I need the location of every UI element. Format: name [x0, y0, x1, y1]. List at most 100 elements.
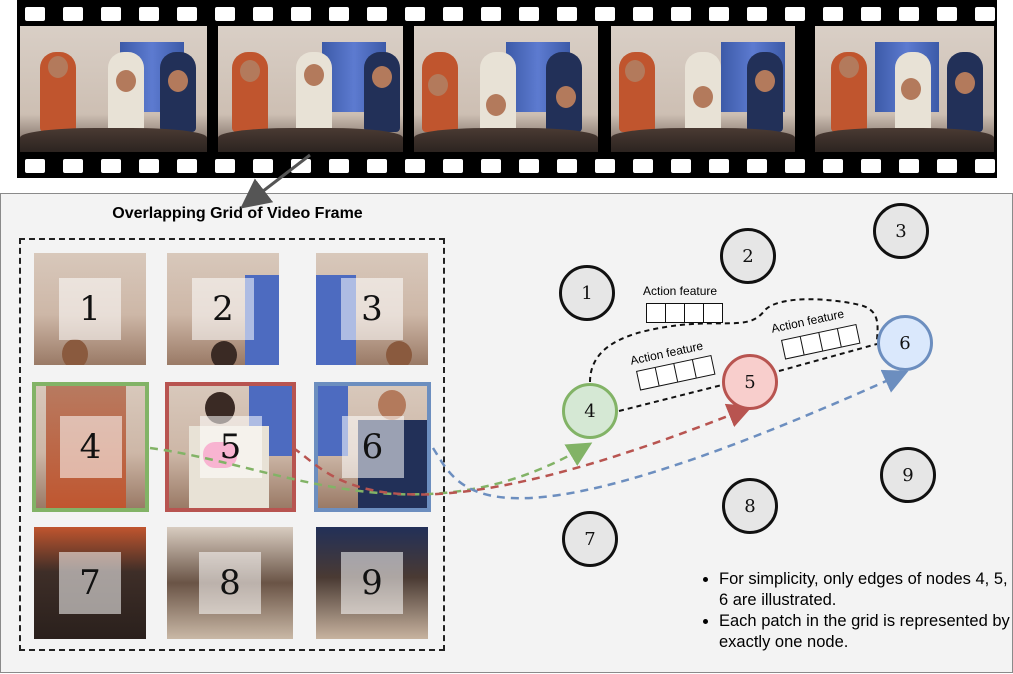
grid-title: Overlapping Grid of Video Frame [112, 205, 363, 222]
film-perforation [405, 159, 425, 173]
film-perforation [25, 159, 45, 173]
graph-node-3: 3 [873, 203, 929, 259]
edge-4-5 [618, 384, 723, 412]
film-perforations-top [17, 0, 997, 22]
film-perforation [595, 7, 615, 21]
film-perforation [253, 7, 273, 21]
film-perforation [177, 159, 197, 173]
film-strip [17, 0, 997, 178]
film-perforation [899, 7, 919, 21]
film-perforation [671, 159, 691, 173]
film-perforation [633, 7, 653, 21]
patch-9: 9 [316, 527, 428, 639]
film-perforation [405, 7, 425, 21]
patch-4: 4 [32, 382, 149, 512]
film-perforation [747, 7, 767, 21]
patch-1: 1 [34, 253, 146, 365]
film-perforation [709, 7, 729, 21]
film-perforation [785, 159, 805, 173]
patch-3: 3 [316, 253, 428, 365]
graph-node-5: 5 [722, 354, 778, 410]
patch-8: 8 [167, 527, 293, 639]
notes-list: For simplicity, only edges of nodes 4, 5… [702, 569, 1013, 653]
film-perforation [861, 7, 881, 21]
patch-5: 5 [165, 382, 296, 512]
film-perforation [101, 7, 121, 21]
film-perforation [215, 159, 235, 173]
patch-label: 4 [59, 416, 122, 478]
patch-label: 3 [341, 278, 403, 340]
film-perforation [557, 7, 577, 21]
film-perforation [291, 159, 311, 173]
patch-label: 1 [59, 278, 121, 340]
video-frame-4 [611, 26, 795, 152]
film-perforation [63, 7, 83, 21]
video-frame-2 [218, 26, 403, 152]
patch-label: 7 [59, 552, 121, 614]
film-perforation [937, 159, 957, 173]
patch-label: 2 [192, 278, 254, 340]
film-perforation [671, 7, 691, 21]
film-perforation [63, 159, 83, 173]
film-perforation [899, 159, 919, 173]
graph-node-8: 8 [722, 478, 778, 534]
film-perforation [747, 159, 767, 173]
note-item: For simplicity, only edges of nodes 4, 5… [719, 569, 1013, 611]
film-perforation [975, 159, 995, 173]
film-perforation [101, 159, 121, 173]
patch5-to-node5-edge [292, 403, 753, 496]
edge-5-6 [778, 343, 878, 372]
overlapping-grid [19, 238, 445, 651]
patch-label: 8 [199, 552, 261, 614]
graph-node-6: 6 [877, 315, 933, 371]
edge-4-6 [589, 298, 879, 383]
film-perforation [291, 7, 311, 21]
action-feature-label-4-6: Action feature [643, 284, 718, 298]
film-perforation [443, 7, 463, 21]
video-frame-5 [815, 26, 994, 152]
film-perforation [329, 159, 349, 173]
patch-2: 2 [167, 253, 279, 365]
film-perforation [975, 7, 995, 21]
film-perforation [139, 7, 159, 21]
film-perforation [481, 7, 501, 21]
patch4-to-node4-edge [149, 442, 593, 496]
graph-node-7: 7 [562, 511, 618, 567]
patch-label: 9 [341, 552, 403, 614]
frame-to-grid-arrow [240, 153, 311, 209]
patch-label: 5 [199, 416, 262, 478]
film-perforation [215, 7, 235, 21]
graph-node-1: 1 [559, 265, 615, 321]
film-perforation [177, 7, 197, 21]
film-perforation [557, 159, 577, 173]
film-perforation [519, 159, 539, 173]
film-perforation [861, 159, 881, 173]
patch6-to-node6-edge [431, 369, 909, 500]
action-feature-vector-4-6 [646, 303, 723, 323]
film-perforation [519, 7, 539, 21]
patch-label: 6 [341, 416, 404, 478]
video-frame-1 [20, 26, 207, 152]
film-perforation [25, 7, 45, 21]
note-item: Each patch in the grid is represented by… [719, 611, 1013, 653]
film-perforation [595, 159, 615, 173]
film-perforation [823, 7, 843, 21]
film-perforation [367, 7, 387, 21]
graph-node-9: 9 [880, 447, 936, 503]
film-perforation [785, 7, 805, 21]
film-perforation [253, 159, 273, 173]
film-perforations-bottom [17, 152, 997, 174]
film-perforation [823, 159, 843, 173]
film-perforation [937, 7, 957, 21]
film-perforation [633, 159, 653, 173]
film-perforation [481, 159, 501, 173]
patch-7: 7 [34, 527, 146, 639]
video-frame-3 [414, 26, 598, 152]
graph-node-4: 4 [562, 383, 618, 439]
film-perforation [443, 159, 463, 173]
film-perforation [329, 7, 349, 21]
film-perforation [367, 159, 387, 173]
film-perforation [139, 159, 159, 173]
film-perforation [709, 159, 729, 173]
